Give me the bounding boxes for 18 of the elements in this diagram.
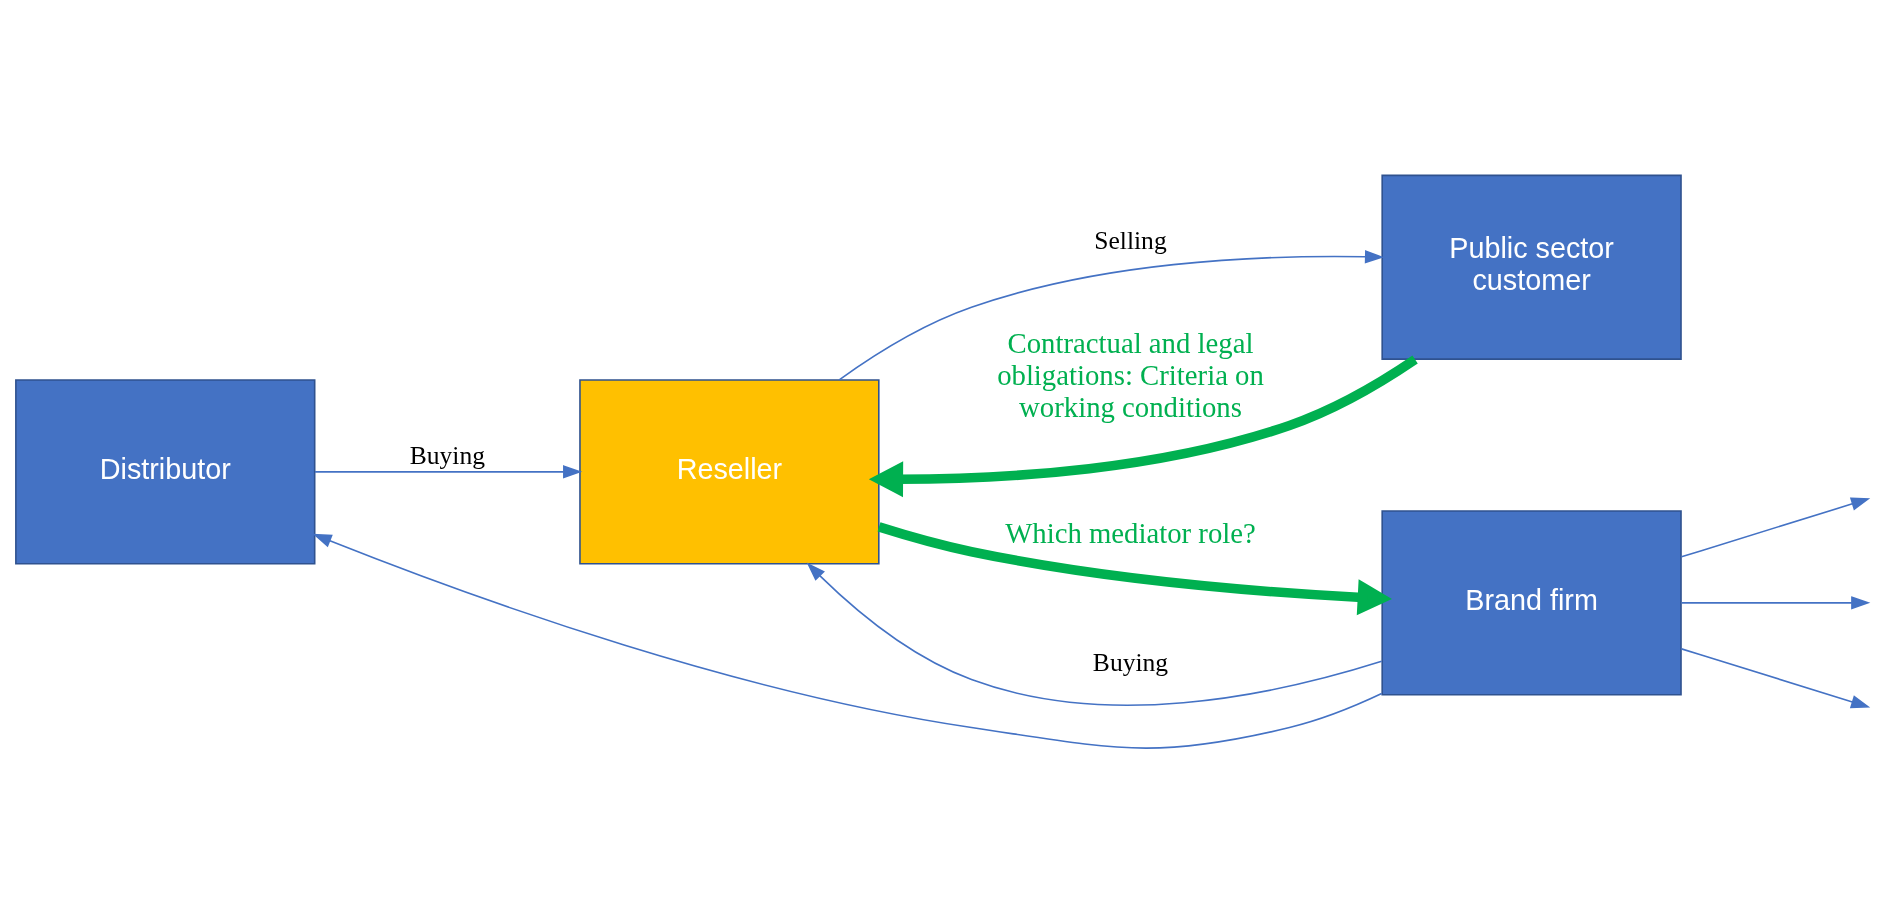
arrow: [806, 562, 1383, 706]
arrow: [838, 249, 1385, 381]
arrow: [312, 533, 1383, 749]
edge-label: Selling: [1094, 225, 1167, 255]
edge-label: Which mediator role?: [1005, 516, 1256, 549]
arrow: [877, 521, 1392, 615]
node-box: Brand firm: [1381, 509, 1682, 696]
edge-label: Buying: [409, 440, 485, 470]
arrow: [1680, 497, 1871, 558]
arrow: [868, 355, 1418, 497]
edge-label: Contractual and legal obligations: Criteria on working conditions: [997, 326, 1264, 423]
node-box: Distributor: [15, 378, 316, 564]
node-box: Public sector customer: [1381, 174, 1682, 360]
arrow: [1680, 595, 1871, 610]
arrow: [314, 464, 583, 479]
edge-label: Buying: [1092, 647, 1169, 677]
arrow: [1680, 647, 1871, 708]
node-box: Reseller: [579, 378, 880, 564]
